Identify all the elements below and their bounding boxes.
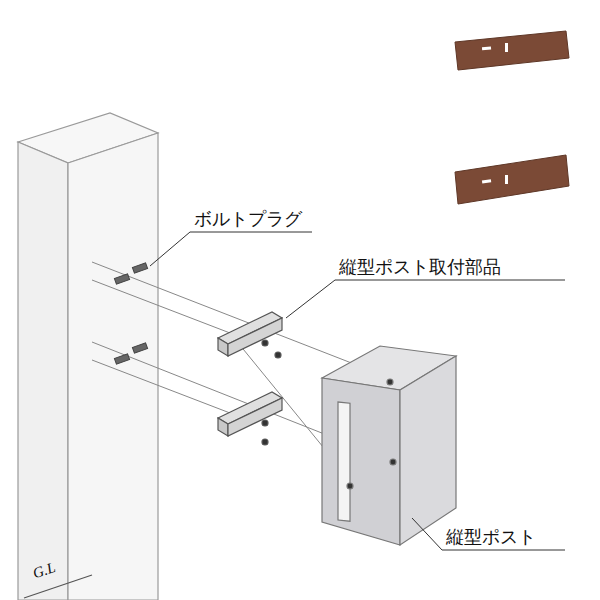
bracket — [218, 312, 282, 445]
pillar — [18, 113, 158, 600]
part-label: 縦型ポスト取付部品 — [337, 256, 503, 278]
part-label: 縦型ポスト — [444, 526, 538, 548]
mounting-plate — [455, 31, 569, 204]
leader-lines — [150, 232, 565, 550]
mailbox — [322, 346, 456, 545]
part-label: ボルトプラグ — [192, 208, 304, 230]
